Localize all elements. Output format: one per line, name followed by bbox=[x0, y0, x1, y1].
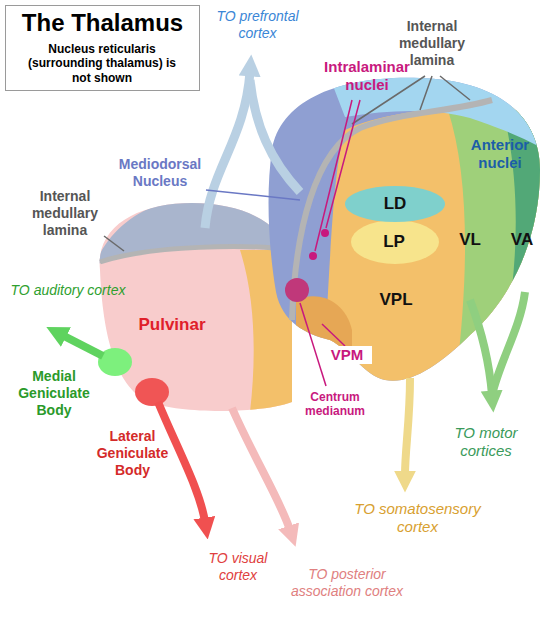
part-label: Anterior nuclei bbox=[458, 136, 542, 172]
projection-target: TO auditory cortex bbox=[4, 282, 132, 299]
part-label: VPM bbox=[322, 346, 372, 364]
part-label: Lateral Geniculate Body bbox=[85, 428, 180, 478]
medullary-lamina bbox=[292, 100, 492, 320]
part-label: Internal medullary lamina bbox=[20, 188, 110, 238]
projection-target: TO motor cortices bbox=[438, 424, 534, 460]
leader-line bbox=[300, 303, 326, 386]
pulvinar-region bbox=[90, 195, 300, 420]
projection-arrow bbox=[492, 292, 525, 395]
region-name: LD bbox=[384, 194, 407, 214]
projection-arrow bbox=[62, 335, 103, 356]
centrum-medianum-dot bbox=[285, 278, 309, 302]
region-name: VPL bbox=[379, 290, 412, 310]
nucleus-region: LD bbox=[382, 192, 409, 216]
region-name: VA bbox=[511, 230, 533, 250]
ld-region bbox=[345, 186, 445, 222]
mediodorsal-region bbox=[260, 70, 550, 410]
intralaminar-dot bbox=[321, 229, 329, 237]
pulvinar-mass bbox=[90, 195, 300, 420]
nucleus-region: VA bbox=[509, 228, 535, 252]
medullary-lamina bbox=[100, 247, 292, 262]
leader-line bbox=[206, 190, 300, 200]
projection-target: TO visual cortex bbox=[196, 550, 280, 584]
anterior-mass bbox=[260, 70, 550, 410]
part-label: Mediodorsal Nucleus bbox=[112, 156, 208, 190]
leader-line bbox=[104, 236, 124, 251]
nucleus-region: VPL bbox=[377, 288, 414, 312]
projection-arrow bbox=[158, 402, 205, 522]
leader-line bbox=[322, 324, 345, 346]
projection-arrow bbox=[250, 80, 300, 192]
title-text: The Thalamus bbox=[5, 9, 200, 38]
lp-region bbox=[351, 220, 439, 264]
vpl-region bbox=[320, 106, 545, 410]
note-text: Nucleus reticularis (surrounding thalamu… bbox=[27, 42, 177, 85]
projection-arrow bbox=[470, 300, 492, 395]
region-name: LP bbox=[383, 232, 405, 252]
nucleus-region: VL bbox=[457, 228, 483, 252]
projection-target: TO posterior association cortex bbox=[272, 566, 422, 600]
projection-arrow bbox=[405, 378, 410, 475]
lateral-geniculate bbox=[135, 378, 169, 406]
projection-target: TO somatosensory cortex bbox=[350, 500, 485, 536]
leader-line bbox=[315, 100, 360, 251]
projection-target: TO prefrontal cortex bbox=[200, 8, 315, 42]
part-label: Intralaminar nuclei bbox=[312, 58, 422, 94]
projection-arrow bbox=[232, 408, 290, 530]
region-name: Pulvinar bbox=[138, 315, 205, 335]
projection-arrow bbox=[205, 72, 250, 228]
part-label: Centrum medianum bbox=[290, 390, 380, 419]
nucleus-region: LP bbox=[381, 230, 407, 254]
vl-region bbox=[448, 110, 545, 410]
part-label: Medial Geniculate Body bbox=[12, 368, 96, 418]
intralaminar-dot bbox=[309, 252, 317, 260]
region-name: VL bbox=[459, 230, 481, 250]
nucleus-region: Pulvinar bbox=[136, 313, 207, 337]
